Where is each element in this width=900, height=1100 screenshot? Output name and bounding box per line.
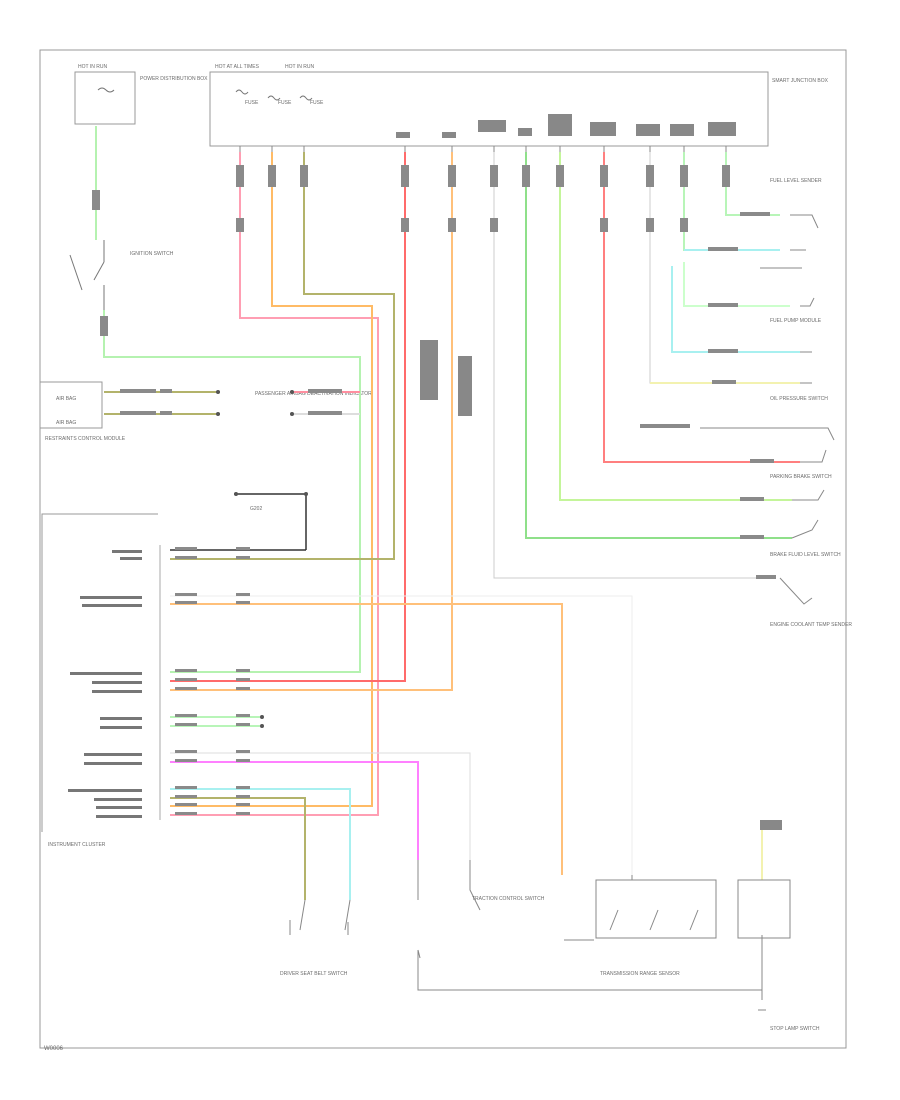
label-airbag-b: AIR BAG [56,420,76,426]
label-engine-temp-sender: ENGINE COOLANT TEMP SENDER [770,622,852,628]
label-oil-pressure-switch: OIL PRESSURE SWITCH [770,396,828,402]
label-fuse-b: FUSE [278,100,292,106]
label-traction-control-switch: TRACTION CONTROL SWITCH [472,896,545,902]
label-gear-position-switch: TRANSMISSION RANGE SENSOR [600,971,680,977]
label-seat-belt-switch: DRIVER SEAT BELT SWITCH [280,971,348,977]
small-label-blobs [396,114,782,830]
ignition-switch-symbol [69,240,105,310]
wire-tags [92,165,776,815]
smart-junction-box [209,71,769,147]
ground-g202 [170,493,307,551]
label-fuse-c: FUSE [310,100,324,106]
label-ignition-switch: IGNITION SWITCH [130,251,174,257]
label-brake-fluid-switch: BRAKE FLUID LEVEL SWITCH [770,552,841,558]
fuse-box-left [74,71,136,125]
cluster-label-stubs [68,550,142,818]
diagram-border [39,49,847,1049]
label-hot-in-run-left: HOT IN RUN [78,64,107,70]
label-instrument-cluster: INSTRUMENT CLUSTER [48,842,106,848]
label-airbag-module: RESTRAINTS CONTROL MODULE [45,436,126,442]
label-ground-g202: G202 [250,506,262,512]
label-hot-in-run-cluster: HOT IN RUN [285,64,314,70]
pin-ticks [239,146,727,152]
instrument-cluster-outline [41,513,158,832]
label-fuse-a: FUSE [245,100,259,106]
bottom-components [289,860,791,1011]
label-fuel-pump: FUEL PUMP MODULE [770,318,822,324]
label-smart-junction-box: SMART JUNCTION BOX [772,78,829,84]
bottom-code: W0006 [44,1046,64,1052]
label-passenger-airbag: PASSENGER AIRBAG DEACTIVATION INDICATOR [255,391,372,397]
label-airbag-a: AIR BAG [56,396,76,402]
label-fuel-level-sender: FUEL LEVEL SENDER [770,178,822,184]
label-stop-lamp-switch: STOP LAMP SWITCH [770,1026,820,1032]
fuse-symbols [97,87,313,101]
label-power-dist-box: POWER DISTRIBUTION BOX [140,76,208,82]
wires [95,126,800,900]
right-side-switches [700,214,835,605]
label-parking-brake-switch: PARKING BRAKE SWITCH [770,474,832,480]
connector-dots [216,390,308,728]
label-hot-at-all-times: HOT AT ALL TIMES [215,64,260,70]
airbag-module-box [39,381,103,429]
